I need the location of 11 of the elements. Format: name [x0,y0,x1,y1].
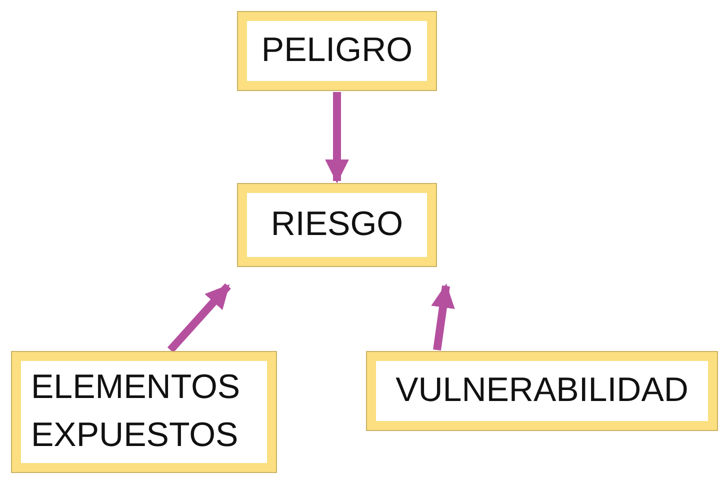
concept-label: PELIGRO [261,30,413,72]
arrow [431,284,455,351]
concept-box [12,352,276,472]
concept-box [238,12,436,90]
concept-label: VULNERABILIDAD [396,370,688,412]
concept-box [367,352,717,430]
concept-label: RIESGO [270,204,404,246]
arrow [325,92,349,184]
arrow [167,283,231,353]
concept-label: ELEMENTOS EXPUESTOS [31,367,242,456]
concept-box [238,184,436,266]
